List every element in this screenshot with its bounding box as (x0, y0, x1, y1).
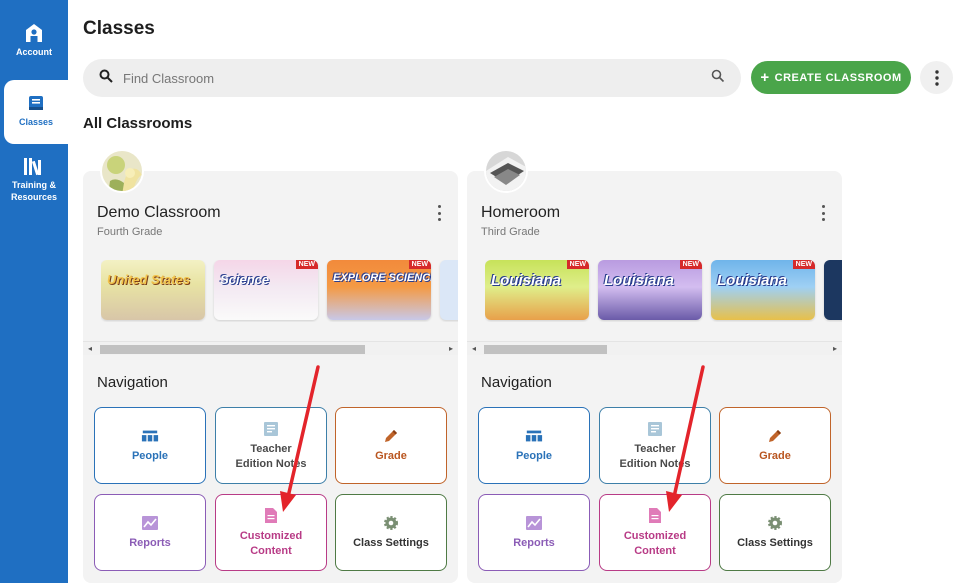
book-cover[interactable] (824, 260, 842, 320)
book-cover[interactable]: Louisiana NEW (485, 260, 589, 320)
classroom-options-button[interactable] (818, 205, 828, 221)
book-carousel: Louisiana NEW Louisiana NEW Louisiana NE… (485, 260, 842, 322)
tile-label: Customized Content (623, 529, 687, 557)
book-title: Louisiana (604, 272, 675, 289)
sidebar-item-label: Classes (18, 117, 54, 127)
tile-label: Class Settings (737, 537, 813, 550)
classroom-name[interactable]: Demo Classroom (97, 204, 221, 221)
people-icon (525, 427, 543, 445)
people-icon (141, 427, 159, 445)
classroom-card: Homeroom Third Grade Louisiana NEW Louis… (467, 149, 842, 583)
pencil-icon (766, 427, 784, 445)
grade-tile[interactable]: Grade (719, 407, 831, 484)
search-input[interactable] (123, 70, 711, 86)
search-icon (99, 69, 113, 88)
sidebar-item-account[interactable]: Account (0, 22, 68, 72)
create-classroom-button[interactable]: + CREATE CLASSROOM (751, 61, 911, 94)
scroll-right-icon[interactable]: ▸ (832, 344, 837, 353)
class-settings-tile[interactable]: Class Settings (719, 494, 831, 571)
chart-icon (525, 514, 543, 532)
document-icon (646, 507, 664, 525)
more-options-button[interactable] (920, 61, 953, 94)
gear-icon (766, 514, 784, 532)
horizontal-scrollbar[interactable]: ◂ ▸ (83, 341, 458, 355)
plus-icon: + (760, 69, 770, 86)
sidebar-item-classes[interactable]: Classes (4, 80, 68, 144)
book-cover[interactable] (440, 260, 458, 320)
horizontal-scrollbar[interactable]: ◂ ▸ (467, 341, 842, 355)
book-title: Science (220, 272, 270, 287)
book-title: United States (107, 272, 191, 287)
sidebar-item-label: Training & Resources (10, 180, 58, 202)
book-cover[interactable]: EXPLORE SCIENCE NEW (327, 260, 431, 320)
classroom-grade: Fourth Grade (97, 226, 163, 238)
teacher-edition-notes-tile[interactable]: Teacher Edition Notes (599, 407, 711, 484)
new-badge: NEW (295, 260, 318, 269)
account-icon (23, 22, 45, 44)
tile-label: Grade (375, 450, 407, 463)
class-settings-tile[interactable]: Class Settings (335, 494, 447, 571)
book-icon (25, 92, 47, 114)
sidebar-item-training[interactable]: Training & Resources (0, 155, 68, 215)
book-cover[interactable]: Louisiana NEW (598, 260, 702, 320)
tile-label: Reports (513, 537, 555, 550)
tile-label: Customized Content (239, 529, 303, 557)
tile-label: Teacher Edition Notes (619, 442, 691, 470)
classroom-card: Demo Classroom Fourth Grade United State… (83, 149, 458, 583)
search-submit-icon[interactable] (711, 69, 725, 88)
customized-content-tile[interactable]: Customized Content (599, 494, 711, 571)
customized-content-tile[interactable]: Customized Content (215, 494, 327, 571)
classroom-grade: Third Grade (481, 226, 540, 238)
book-title: Louisiana (491, 272, 562, 289)
tile-label: People (131, 450, 169, 463)
people-tile[interactable]: People (478, 407, 590, 484)
new-badge: NEW (679, 260, 702, 269)
classroom-options-button[interactable] (434, 205, 444, 221)
tile-label: People (515, 450, 553, 463)
search-bar[interactable] (83, 59, 741, 97)
classroom-avatar[interactable] (484, 149, 528, 193)
gear-icon (382, 514, 400, 532)
classroom-avatar[interactable] (100, 149, 144, 193)
book-title: Louisiana (717, 272, 788, 289)
book-carousel: United States Science NEW EXPLORE SCIENC… (101, 260, 458, 322)
scroll-left-icon[interactable]: ◂ (88, 344, 93, 353)
navigation-title: Navigation (481, 374, 552, 391)
page-title: Classes (83, 18, 155, 39)
tile-label: Reports (129, 537, 171, 550)
create-classroom-label: CREATE CLASSROOM (774, 71, 902, 84)
kebab-icon (934, 69, 939, 86)
pencil-icon (382, 427, 400, 445)
book-cover[interactable]: Science NEW (214, 260, 318, 320)
grade-tile[interactable]: Grade (335, 407, 447, 484)
scroll-right-icon[interactable]: ▸ (448, 344, 453, 353)
scrollbar-thumb[interactable] (100, 345, 365, 354)
classroom-name[interactable]: Homeroom (481, 204, 561, 221)
teacher-edition-notes-tile[interactable]: Teacher Edition Notes (215, 407, 327, 484)
notes-icon (262, 420, 280, 438)
new-badge: NEW (566, 260, 589, 269)
scrollbar-thumb[interactable] (484, 345, 607, 354)
tile-label: Class Settings (353, 537, 429, 550)
tile-label: Grade (759, 450, 791, 463)
book-title: EXPLORE SCIENCE (333, 272, 431, 284)
library-icon (23, 155, 45, 177)
document-icon (262, 507, 280, 525)
new-badge: NEW (792, 260, 815, 269)
new-badge: NEW (408, 260, 431, 269)
reports-tile[interactable]: Reports (94, 494, 206, 571)
sidebar: Account Classes Training & Resources (0, 0, 68, 583)
section-title: All Classrooms (83, 115, 193, 132)
tile-label: Teacher Edition Notes (235, 442, 307, 470)
chart-icon (141, 514, 159, 532)
sidebar-item-label: Account (16, 47, 52, 57)
book-cover[interactable]: Louisiana NEW (711, 260, 815, 320)
navigation-title: Navigation (97, 374, 168, 391)
reports-tile[interactable]: Reports (478, 494, 590, 571)
scroll-left-icon[interactable]: ◂ (472, 344, 477, 353)
book-cover[interactable]: United States (101, 260, 205, 320)
notes-icon (646, 420, 664, 438)
people-tile[interactable]: People (94, 407, 206, 484)
